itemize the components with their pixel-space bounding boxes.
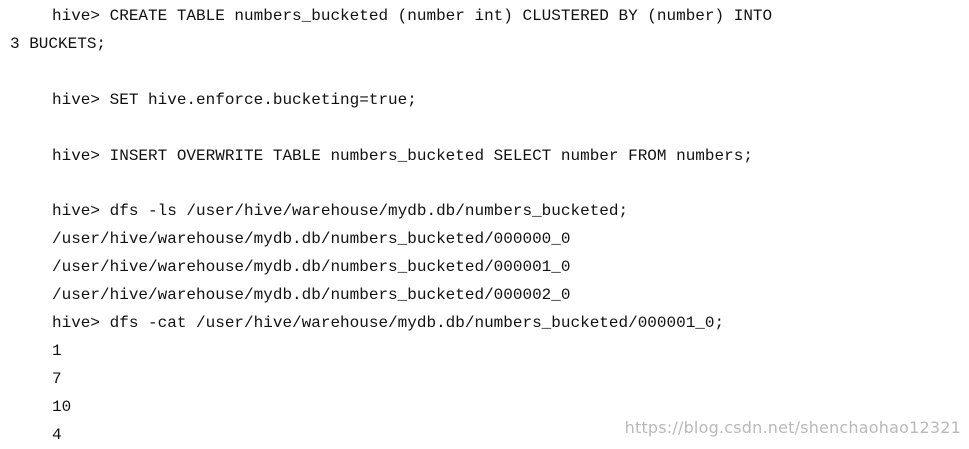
output-value-10: 10: [52, 398, 72, 416]
code-line-dfs-cat: hive> dfs -cat /user/hive/warehouse/mydb…: [52, 314, 725, 332]
output-line-bucket-0: /user/hive/warehouse/mydb.db/numbers_buc…: [52, 230, 571, 248]
code-line-dfs-ls: hive> dfs -ls /user/hive/warehouse/mydb.…: [52, 202, 629, 220]
code-line-create-table-cont: 3 BUCKETS;: [10, 35, 107, 53]
code-line-create-table: hive> CREATE TABLE numbers_bucketed (num…: [52, 7, 773, 25]
code-line-insert-overwrite: hive> INSERT OVERWRITE TABLE numbers_buc…: [52, 147, 753, 165]
output-value-4: 4: [52, 426, 62, 444]
output-value-1: 1: [52, 342, 62, 360]
output-value-7: 7: [52, 370, 62, 388]
output-line-bucket-2: /user/hive/warehouse/mydb.db/numbers_buc…: [52, 286, 571, 304]
code-line-set-bucketing: hive> SET hive.enforce.bucketing=true;: [52, 91, 417, 109]
output-line-bucket-1: /user/hive/warehouse/mydb.db/numbers_buc…: [52, 258, 571, 276]
watermark-url: https://blog.csdn.net/shenchaohao12321: [624, 418, 961, 437]
